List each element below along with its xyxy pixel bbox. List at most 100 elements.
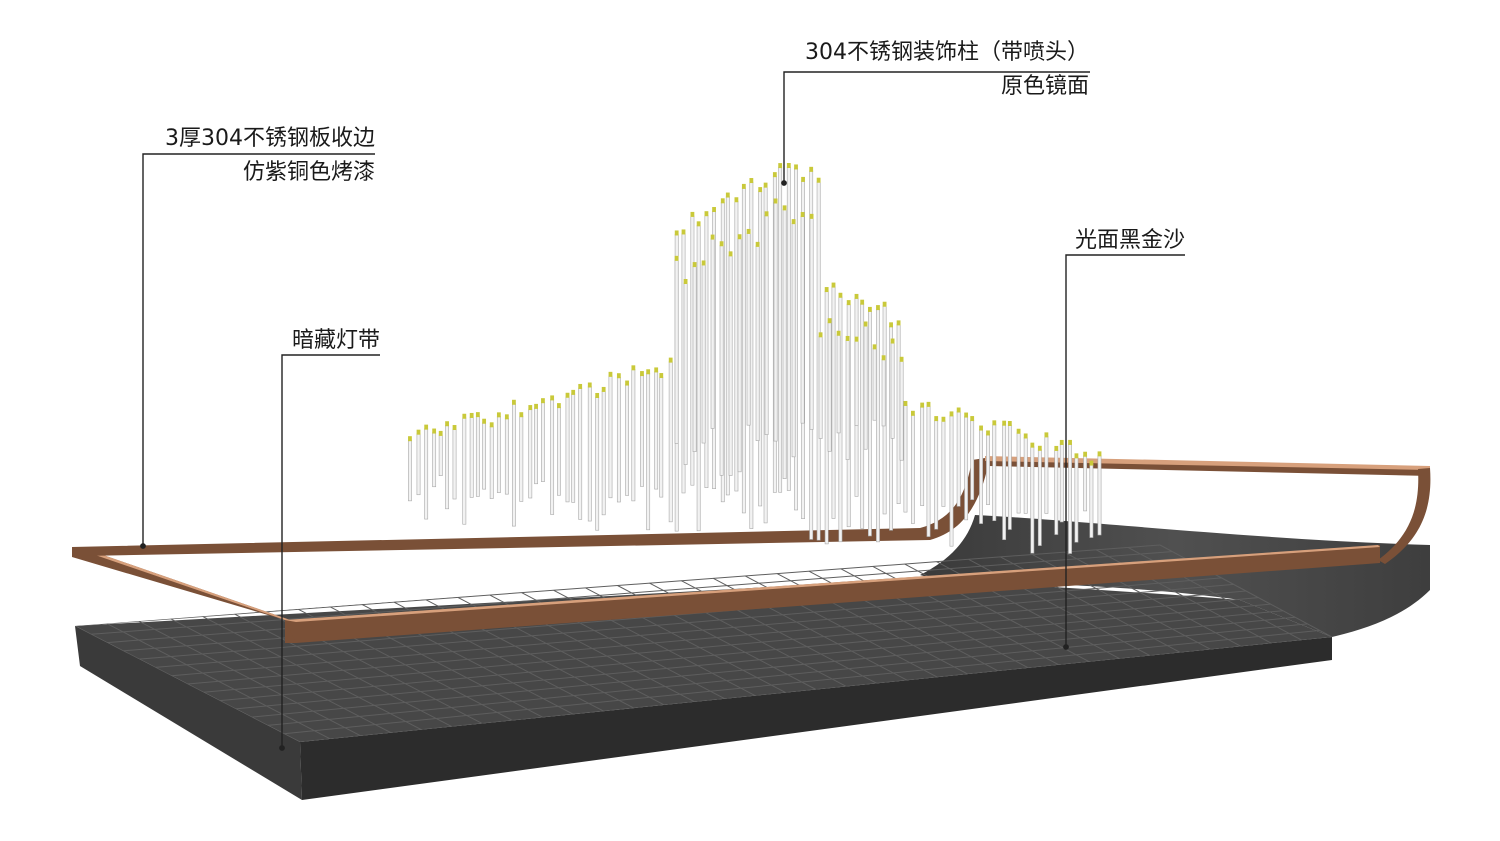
steel-column	[741, 187, 746, 514]
steel-column	[654, 371, 659, 490]
steel-column	[696, 225, 701, 532]
column-nozzle	[659, 373, 664, 379]
light-strip-label: 暗藏灯带	[291, 328, 380, 353]
column-nozzle	[469, 412, 474, 418]
column-nozzle	[786, 163, 791, 169]
steel-column	[489, 426, 494, 499]
column-nozzle	[631, 365, 636, 371]
column-nozzle	[681, 229, 686, 235]
column-nozzle	[838, 292, 843, 298]
base-front-face	[300, 637, 1332, 800]
column-nozzle	[601, 386, 606, 392]
steel-column	[872, 348, 877, 421]
column-nozzle	[710, 234, 715, 240]
column-nozzle	[964, 412, 969, 418]
steel-column	[512, 403, 516, 527]
steel-column	[778, 166, 783, 493]
column-nozzle	[854, 293, 859, 299]
steel-column	[668, 361, 673, 523]
steel-column	[831, 286, 836, 519]
column-nozzle	[801, 176, 805, 182]
column-nozzle	[903, 400, 908, 406]
column-nozzle	[882, 301, 887, 307]
steel-column	[408, 439, 412, 502]
column-nozzle	[772, 172, 777, 178]
steel-column	[881, 358, 886, 427]
column-nozzle	[1023, 433, 1028, 439]
steel-column	[601, 390, 606, 516]
steel-column	[701, 264, 706, 444]
column-nozzle	[824, 287, 829, 293]
column-nozzle	[979, 425, 983, 431]
leader-dot-edge-trim	[140, 543, 146, 549]
steel-column	[683, 282, 688, 465]
column-nozzle	[734, 197, 739, 203]
steel-column	[926, 405, 931, 537]
steel-column	[970, 419, 975, 500]
steel-column	[519, 415, 524, 502]
column-nozzle	[934, 416, 939, 422]
column-nozzle	[496, 412, 501, 418]
column-nozzle	[782, 205, 787, 211]
steel-column	[773, 202, 778, 442]
column-nozzle	[816, 177, 821, 183]
steel-column	[625, 384, 629, 496]
steel-column	[1044, 436, 1049, 514]
steel-column	[809, 217, 814, 430]
column-nozzle	[571, 389, 576, 395]
steel-column	[903, 404, 908, 513]
steel-column	[854, 340, 859, 426]
column-nozzle	[608, 371, 613, 377]
steel-column	[1089, 464, 1094, 538]
column-nozzle	[416, 429, 421, 435]
column-nozzle	[701, 260, 706, 266]
column-nozzle	[1083, 451, 1088, 457]
steel-column	[786, 166, 791, 491]
trim-left-rail	[72, 547, 296, 643]
steel-column	[992, 424, 997, 521]
column-nozzle	[1089, 460, 1094, 466]
column-nozzle	[640, 371, 644, 377]
leader-line-edge-trim	[142, 153, 375, 546]
column-nozzle	[704, 211, 709, 217]
column-nozzle	[625, 380, 629, 386]
column-nozzle	[432, 428, 437, 434]
steel-column	[737, 237, 742, 473]
column-nozzle	[854, 336, 859, 342]
steel-column	[1016, 432, 1021, 514]
trim-back-rail	[72, 458, 1430, 556]
steel-column	[860, 303, 865, 529]
steel-column	[764, 215, 769, 435]
column-nozzle	[668, 357, 673, 363]
stainless-steel-columns	[408, 163, 1102, 554]
column-nozzle	[1007, 420, 1012, 426]
steel-column	[1074, 457, 1079, 543]
column-nozzle	[452, 425, 457, 431]
column-nozzle	[773, 198, 778, 204]
steel-column	[557, 406, 561, 496]
steel-column	[964, 416, 969, 521]
edge-trim-label-line2: 仿紫铜色烤漆	[242, 160, 375, 185]
steel-column	[836, 334, 841, 434]
column-nozzle	[692, 262, 697, 268]
column-nozzle	[809, 166, 814, 172]
steel-column	[1002, 424, 1007, 540]
trim-left-top	[72, 547, 296, 622]
trim-right-curve	[1378, 468, 1431, 564]
steel-column	[1037, 449, 1042, 546]
columns-label-line2: 原色镜面	[1000, 74, 1089, 99]
leader-lines	[140, 71, 1185, 751]
steel-column	[876, 308, 880, 543]
column-nozzle	[683, 278, 688, 284]
steel-column	[800, 215, 805, 424]
column-nozzle	[674, 230, 679, 236]
steel-column	[462, 417, 467, 525]
steel-column	[646, 372, 651, 531]
steel-column	[746, 232, 751, 426]
column-nozzle	[876, 305, 880, 311]
column-nozzle	[741, 183, 746, 189]
column-nozzle	[720, 198, 725, 204]
steel-column	[416, 433, 421, 496]
steel-column	[941, 420, 946, 507]
